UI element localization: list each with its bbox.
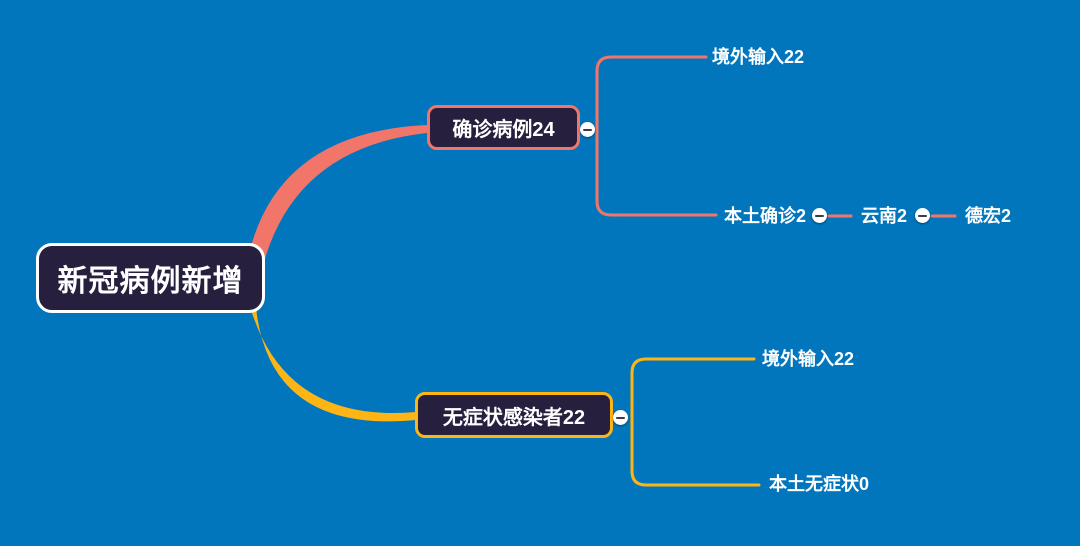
topic-local-confirmed[interactable]: 本土确诊2 bbox=[724, 203, 806, 229]
topic-yunnan[interactable]: 云南2 bbox=[861, 203, 907, 229]
topic-imported-confirmed-label: 境外输入22 bbox=[712, 47, 805, 67]
topic-local-asymptomatic[interactable]: 本土无症状0 bbox=[769, 471, 869, 497]
topic-yunnan-label: 云南2 bbox=[861, 206, 908, 226]
topic-local-confirmed-label: 本土确诊2 bbox=[724, 206, 807, 226]
topic-confirmed-cases-label: 确诊病例24 bbox=[452, 119, 555, 141]
branch-curve-asymptomatic bbox=[247, 295, 416, 422]
collapse-icon-local-confirmed[interactable] bbox=[812, 208, 827, 223]
topic-asymptomatic[interactable]: 无症状感染者22 bbox=[415, 392, 613, 438]
topic-local-asymptomatic-label: 本土无症状0 bbox=[769, 474, 870, 494]
topic-asymptomatic-label: 无症状感染者22 bbox=[442, 406, 586, 429]
collapse-icon-asymptomatic[interactable] bbox=[613, 410, 628, 425]
minus-icon bbox=[583, 128, 592, 131]
topic-dehong[interactable]: 德宏2 bbox=[965, 203, 1011, 229]
minus-icon bbox=[918, 214, 927, 217]
topic-dehong-label: 德宏2 bbox=[965, 206, 1012, 226]
minus-icon bbox=[815, 214, 824, 217]
collapse-icon-yunnan[interactable] bbox=[915, 208, 930, 223]
root-topic[interactable]: 新冠病例新增 bbox=[36, 243, 265, 313]
collapse-icon-confirmed[interactable] bbox=[580, 122, 595, 137]
topic-imported-confirmed[interactable]: 境外输入22 bbox=[712, 44, 804, 70]
connector-confirmed-children bbox=[595, 55, 718, 217]
connector-asymptomatic-children bbox=[630, 357, 761, 487]
topic-confirmed-cases[interactable]: 确诊病例24 bbox=[427, 105, 580, 150]
root-topic-label: 新冠病例新增 bbox=[57, 265, 244, 298]
minus-icon bbox=[616, 416, 625, 419]
branch-curve-confirmed bbox=[248, 125, 427, 278]
topic-imported-asymptomatic-label: 境外输入22 bbox=[762, 349, 855, 369]
topic-imported-asymptomatic[interactable]: 境外输入22 bbox=[762, 346, 854, 372]
